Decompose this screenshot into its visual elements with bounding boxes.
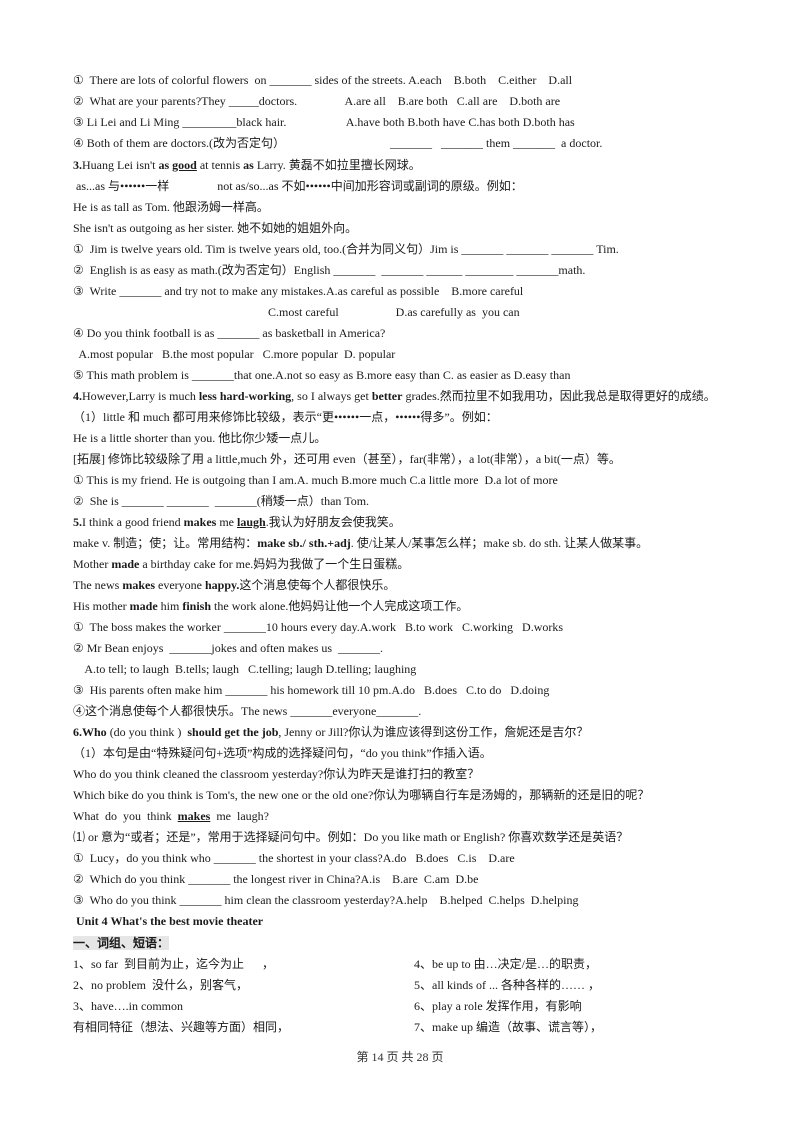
exercise-line: ③ Who do you think _______ him clean the… [73,893,579,907]
example-line: She isn't as outgoing as her sister. 她不如… [73,221,358,235]
exercise-line: ① This is my friend. He is outgoing than… [73,473,558,487]
example-line: He is as tall as Tom. 他跟汤姆一样高。 [73,200,269,214]
exercise-line: ② She is _______ _______ _______(稍矮一点）th… [73,494,370,508]
note-line: （1）little 和 much 都可用来修饰比较级，表示“更••••••一点，… [73,410,498,424]
exercise-options: A.most popular B.the most popular C.more… [73,347,396,361]
grammar-point-6-heading: 6.Who (do you think ) should get the job… [73,725,589,739]
note-line: （1）本句是由“特殊疑问句+选项”构成的选择疑问句，“do you think”… [73,746,492,760]
phrase-item: 5、all kinds of ... 各种各样的…… ， [414,978,600,992]
example-line: The news makes everyone happy.这个消息使每个人都很… [73,578,396,592]
note-line: as...as 与••••••一样 not as/so...as 不如•••••… [73,179,523,193]
exercise-options: A.to tell; to laugh B.tells; laugh C.tel… [73,662,417,676]
phrase-item: 3、have….in common [73,999,183,1013]
example-line: Which bike do you think is Tom's, the ne… [73,788,650,802]
exercise-line: ④ Do you think football is as _______ as… [73,326,386,340]
phrase-item: 2、no problem 没什么，别客气， [73,978,248,992]
exercise-line: ② Which do you think _______ the longest… [73,872,479,886]
phrase-item: 有相同特征（想法、兴趣等方面）相同， [73,1020,290,1034]
example-line: Mother made a birthday cake for me.妈妈为我做… [73,557,410,571]
grammar-point-3-heading: 3.Huang Lei isn't as good at tennis as L… [73,158,421,172]
exercise-line: ② Mr Bean enjoys _______jokes and often … [73,641,384,655]
exercise-line: ③ Li Lei and Li Ming _________black hair… [73,115,575,129]
exercise-line: ④这个消息使每个人都很快乐。The news _______everyone__… [73,704,422,718]
note-line: [拓展] 修饰比较级除了用 a little,much 外，还可用 even（甚… [73,452,621,466]
exercise-line: ④ Both of them are doctors.(改为否定句） _____… [73,136,603,150]
exercise-line: ② English is as easy as math.(改为否定句）Engl… [73,263,586,277]
phrase-item: 6、play a role 发挥作用，有影响 [414,999,582,1013]
exercise-line: ② What are your parents?They _____doctor… [73,94,561,108]
exercise-line: ① Lucy，do you think who _______ the shor… [73,851,515,865]
exercise-line: ① Jim is twelve years old. Tim is twelve… [73,242,619,256]
exercise-options: C.most careful D.as carefully as you can [73,305,520,319]
example-line: Who do you think cleaned the classroom y… [73,767,480,781]
exercise-line: ⑤ This math problem is _______that one.A… [73,368,571,382]
note-line: make v. 制造；使；让。常用结构：make sb./ sth.+adj. … [73,536,649,550]
grammar-point-5-heading: 5.I think a good friend makes me laugh.我… [73,515,401,529]
phrase-item: 4、be up to 由…决定/是…的职责， [414,957,597,971]
exercise-line: ① The boss makes the worker _______10 ho… [73,620,564,634]
exercise-line: ③ His parents often make him _______ his… [73,683,550,697]
exercise-line: ③ Write _______ and try not to make any … [73,284,524,298]
phrase-item: 7、make up 编造（故事、谎言等）， [414,1020,602,1034]
section-heading: 一、词组、短语： [73,936,170,950]
example-line: His mother made him finish the work alon… [73,599,469,613]
note-line: ⑴ or 意为“或者；还是”，常用于选择疑问句中。例如：Do you like … [73,830,629,844]
unit-heading: Unit 4 What's the best movie theater [73,914,264,928]
example-line: He is a little shorter than you. 他比你少矮一点… [73,431,327,445]
phrase-item: 1、so far 到目前为止，迄今为止 ， [73,957,274,971]
exercise-line: ① There are lots of colorful flowers on … [73,73,573,87]
page-number-footer: 第 14 页 共 28 页 [356,1050,444,1064]
example-line: What do you think makes me laugh? [73,809,269,823]
grammar-point-4-heading: 4.However,Larry is much less hard-workin… [73,389,716,403]
